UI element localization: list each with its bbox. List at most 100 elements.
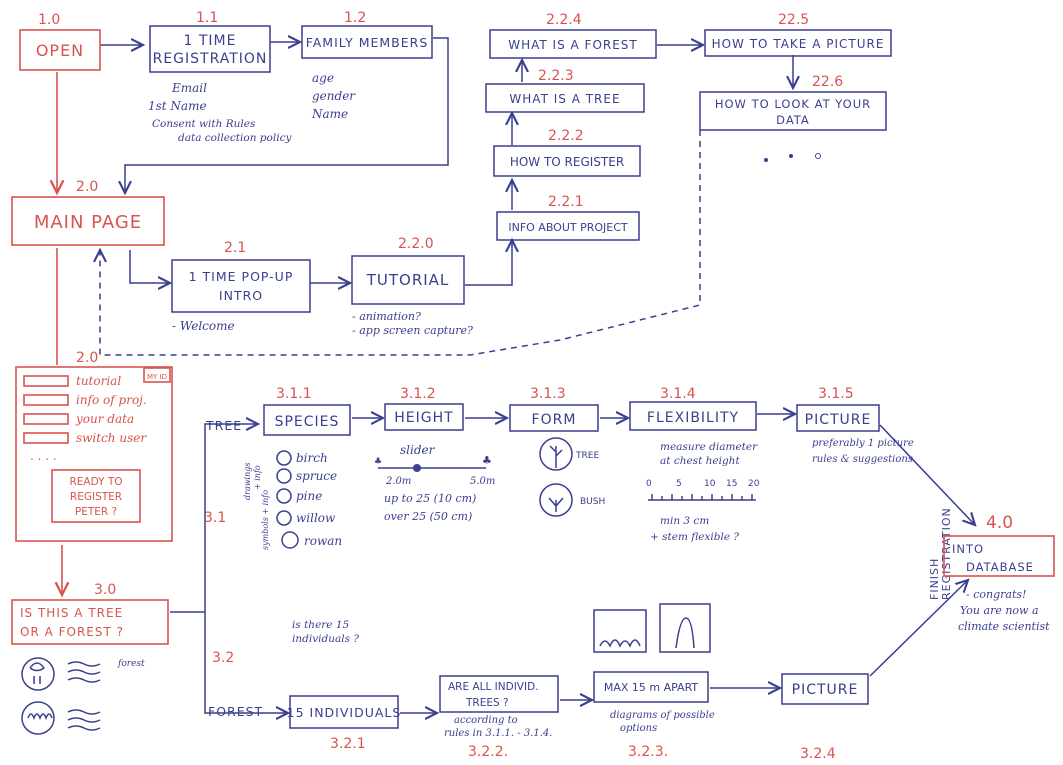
node-number: 3.1.3	[530, 386, 566, 402]
willow-icon	[276, 510, 292, 526]
my-id-badge: MY ID	[147, 373, 167, 381]
node-label: FORM	[532, 412, 577, 428]
node-main-page: 2.0 MAIN PAGE	[11, 179, 165, 246]
menu-item: switch user	[76, 431, 147, 445]
node-number: 2.2.1	[548, 194, 584, 210]
node-number: 3.1.2	[400, 386, 436, 402]
note: according to	[454, 715, 518, 726]
note: up to 25 (10 cm)	[384, 492, 476, 505]
svg-text:10: 10	[704, 479, 716, 489]
node-tree-or-forest: 3.0 IS THIS A TREE OR A FOREST ? forest	[11, 582, 169, 735]
question-note: individuals ?	[292, 633, 359, 645]
node-number: 2.2.2	[548, 128, 584, 144]
node-main-menu: 2.0 MY ID tutorial info of proj. your da…	[15, 350, 173, 542]
species-list: birch spruce pine willow rowan	[276, 450, 342, 549]
node-number: 22.5	[778, 12, 809, 28]
height-slider-thumb	[413, 464, 421, 472]
connectors	[57, 38, 975, 713]
node-label-line1: INTO	[952, 542, 984, 556]
species-item: rowan	[304, 534, 342, 548]
node-label: WHAT IS A FOREST	[508, 38, 638, 52]
note: You are now a	[960, 604, 1039, 617]
node-label: MAX 15 m APART	[604, 681, 699, 694]
node-label-line2: DATABASE	[966, 560, 1034, 574]
species-item: birch	[296, 451, 328, 465]
species-item: spruce	[296, 469, 337, 483]
finish-label: FINISH	[928, 558, 941, 600]
note: data collection policy	[178, 132, 292, 144]
node-label: PICTURE	[805, 412, 872, 428]
node-15-individuals: 15 INDIVIDUALS 3.2.1	[287, 695, 400, 752]
note: Consent with Rules	[152, 118, 256, 130]
node-number: 1.2	[344, 10, 366, 26]
node-picture-forest: PICTURE 3.2.4	[781, 673, 869, 762]
node-label: HEIGHT	[394, 410, 453, 426]
node-picture-tree: 3.1.5 PICTURE preferably 1 picture rules…	[796, 386, 914, 465]
forest-option-diagram	[593, 609, 647, 653]
node-label-line2: OR A FOREST ?	[20, 625, 124, 639]
note: rules & suggestions	[812, 454, 913, 465]
note: preferably 1 picture	[812, 438, 914, 449]
tree-icon	[21, 657, 55, 691]
spruce-icon	[276, 468, 292, 484]
note: + stem flexible ?	[650, 531, 739, 543]
tree-form-icon	[539, 437, 573, 471]
node-what-tree: 2.2.3 WHAT IS A TREE	[485, 68, 645, 113]
forest-icon	[21, 701, 55, 735]
node-label-line1: IS THIS A TREE	[20, 606, 123, 620]
node-info-project: 2.2.1 INFO ABOUT PROJECT	[496, 194, 640, 241]
note: min 3 cm	[660, 515, 709, 527]
node-label: HOW TO TAKE A PICTURE	[712, 37, 885, 51]
node-number: 2.0	[76, 179, 98, 195]
note: measure diameter	[660, 441, 758, 453]
node-number: 3.2.3.	[628, 744, 668, 760]
note: climate scientist	[958, 620, 1050, 633]
node-number: 3.1.1	[276, 386, 312, 402]
species-item: willow	[296, 511, 336, 525]
note: gender	[312, 89, 356, 103]
branch-forest-label: FOREST	[208, 704, 263, 719]
node-number: 2.2.3	[538, 68, 574, 84]
node-registration: 1.1 1 TIME REGISTRATION Email 1st Name C…	[148, 10, 292, 144]
node-all-trees: ARE ALL INDIVID. TREES ? according to ru…	[439, 675, 559, 760]
note: - animation?	[352, 310, 421, 323]
node-number: 22.6	[812, 74, 843, 90]
node-number: 2.2.4	[546, 12, 582, 28]
node-species: 3.1.1 SPECIES birch spruce pine willow r…	[243, 386, 351, 550]
node-label-line2: DATA	[776, 113, 810, 127]
form-option: BUSH	[580, 497, 605, 507]
node-flexibility: 3.1.4 FLEXIBILITY measure diameter at ch…	[629, 386, 760, 543]
bush-form-icon	[539, 483, 573, 517]
forest-option-diagram	[659, 603, 711, 653]
note: forest	[117, 659, 145, 669]
node-label-line1: 1 TIME	[184, 33, 237, 49]
question-note: is there 15	[292, 619, 350, 631]
ready-line: READY TO	[69, 476, 122, 488]
node-number: 1.1	[196, 10, 218, 26]
node-tutorial: 2.2.0 TUTORIAL - animation? - app screen…	[351, 236, 473, 337]
node-label: WHAT IS A TREE	[509, 92, 620, 106]
slider-max: 5.0m	[470, 476, 495, 487]
side-note: + info	[253, 465, 262, 490]
node-family-members: 1.2 FAMILY MEMBERS age gender Name	[301, 10, 433, 121]
data-dots-icon	[764, 153, 821, 162]
node-label: SPECIES	[275, 414, 340, 430]
node-popup-intro: 2.1 1 TIME POP-UP INTRO - Welcome	[171, 240, 311, 333]
node-number: 2.0	[76, 350, 98, 366]
node-number: 3.2.4	[800, 746, 836, 762]
node-look-data: 22.6 HOW TO LOOK AT YOUR DATA	[699, 74, 887, 162]
node-label-line2: TREES ?	[465, 697, 509, 709]
slider-label: slider	[400, 443, 436, 457]
svg-text:15: 15	[726, 479, 737, 489]
finish-label: REGISTRATION	[940, 507, 953, 600]
node-number: 3.0	[94, 582, 116, 598]
side-note: symbols + info	[261, 490, 270, 550]
note: - app screen capture?	[352, 324, 473, 337]
node-label-line1: ARE ALL INDIVID.	[448, 681, 539, 693]
small-tree-icon: ♣	[374, 457, 382, 467]
branch-tree-label: TREE	[205, 418, 242, 433]
node-label: HOW TO REGISTER	[510, 155, 624, 169]
node-label-line1: HOW TO LOOK AT YOUR	[715, 97, 871, 111]
node-label: OPEN	[36, 41, 84, 60]
rowan-icon	[281, 531, 299, 549]
